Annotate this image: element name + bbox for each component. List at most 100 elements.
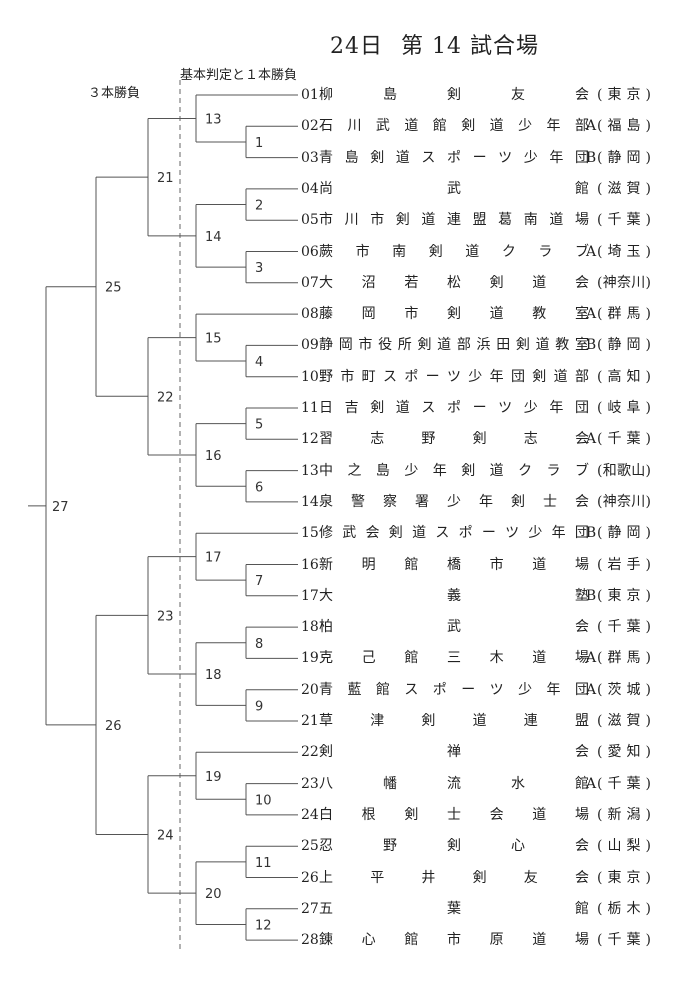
match-number: 19 (205, 770, 222, 785)
team-name: 大義塾 (319, 587, 589, 604)
entry-number: 11 (301, 400, 319, 416)
match-number: 6 (255, 480, 263, 495)
prefecture: (神奈川) (597, 274, 651, 291)
team-name: 柳島剣友会 (319, 87, 589, 103)
match-number: 16 (205, 449, 222, 464)
prefecture: (千葉) (597, 775, 651, 792)
prefecture: (新潟) (597, 806, 651, 823)
entry-number: 09 (301, 337, 319, 354)
prefecture: (滋賀) (597, 180, 651, 197)
team-name: 藤岡市剣道教室 (319, 306, 589, 323)
prefecture: (千葉) (597, 619, 651, 636)
entry-number: 06 (301, 243, 319, 260)
court-label: 第 14 試合場 (401, 34, 539, 59)
match-number: 24 (157, 828, 174, 843)
match-number: 3 (255, 261, 263, 276)
team-name: 修武会剣道スポーツ少年団 (319, 525, 589, 542)
prefecture: (静岡) (597, 337, 651, 354)
team-name: 青藍館スポーツ少年団 (319, 681, 589, 698)
team-suffix: A (585, 243, 597, 260)
three-point-match-label: ３本勝負 (88, 86, 141, 101)
prefecture: (千葉) (597, 431, 651, 448)
prefecture: (岐阜) (597, 400, 651, 416)
decision-match-label: 基本判定と１本勝負 (180, 68, 298, 83)
entry-number: 10 (301, 368, 319, 385)
tournament-day: 24日 (330, 34, 383, 59)
team-name: 上平井剣友会 (319, 869, 589, 886)
team-suffix: B (585, 525, 597, 542)
entry-number: 15 (301, 525, 319, 542)
entry-number: 25 (301, 838, 319, 855)
prefecture: (群馬) (597, 306, 651, 323)
entry-number: 01 (301, 87, 319, 103)
team-suffix: A (585, 431, 597, 448)
team-name: 静岡市役所剣道部浜田剣道教室 (319, 337, 589, 354)
entry-number: 19 (301, 650, 319, 667)
entry-number: 26 (301, 869, 319, 886)
prefecture: (岩手) (597, 556, 651, 573)
match-number: 17 (205, 551, 222, 566)
match-number: 4 (255, 355, 263, 370)
team-name: 柏武会 (319, 619, 589, 636)
entry-number: 05 (301, 212, 319, 229)
match-number: 22 (157, 390, 174, 405)
entry-number: 17 (301, 587, 319, 604)
team-suffix: A (585, 775, 597, 792)
match-number: 2 (255, 199, 263, 214)
prefecture: (茨城) (597, 681, 651, 698)
team-suffix: B (585, 337, 597, 354)
team-name: 青島剣道スポーツ少年団 (319, 149, 589, 166)
prefecture: (千葉) (597, 212, 651, 229)
entry-number: 18 (301, 619, 319, 636)
match-number: 14 (205, 230, 222, 245)
team-suffix: A (585, 681, 597, 698)
entry-number: 22 (301, 744, 319, 761)
entry-number: 07 (301, 274, 319, 291)
page-title: 24日第 14 試合場 (330, 28, 539, 60)
match-number: 15 (205, 332, 222, 347)
team-name: 日吉剣道スポーツ少年団 (319, 400, 589, 416)
entry-number: 23 (301, 775, 319, 792)
entry-number: 13 (301, 462, 319, 479)
team-name: 新明館橋市道場 (319, 556, 589, 573)
match-number: 27 (52, 500, 69, 515)
match-number: 9 (255, 699, 263, 714)
match-number: 20 (205, 887, 222, 902)
prefecture: (山梨) (597, 838, 651, 855)
team-name: 忍野剣心会 (319, 838, 589, 855)
prefecture: (福島) (597, 118, 651, 135)
prefecture: (東京) (597, 87, 651, 103)
team-name: 五葉館 (319, 900, 589, 917)
team-name: 八幡流水館 (319, 775, 589, 792)
team-suffix: A (585, 306, 597, 323)
team-suffix: A (585, 650, 597, 667)
team-suffix: A (585, 118, 597, 135)
entry-number: 12 (301, 431, 319, 448)
prefecture: (東京) (597, 869, 651, 886)
prefecture: (滋賀) (597, 713, 651, 729)
match-number: 25 (105, 281, 122, 296)
team-name: 白根剣士会道場 (319, 806, 589, 823)
entry-number: 02 (301, 118, 319, 135)
match-number: 23 (157, 609, 174, 624)
team-suffix: B (585, 587, 597, 604)
